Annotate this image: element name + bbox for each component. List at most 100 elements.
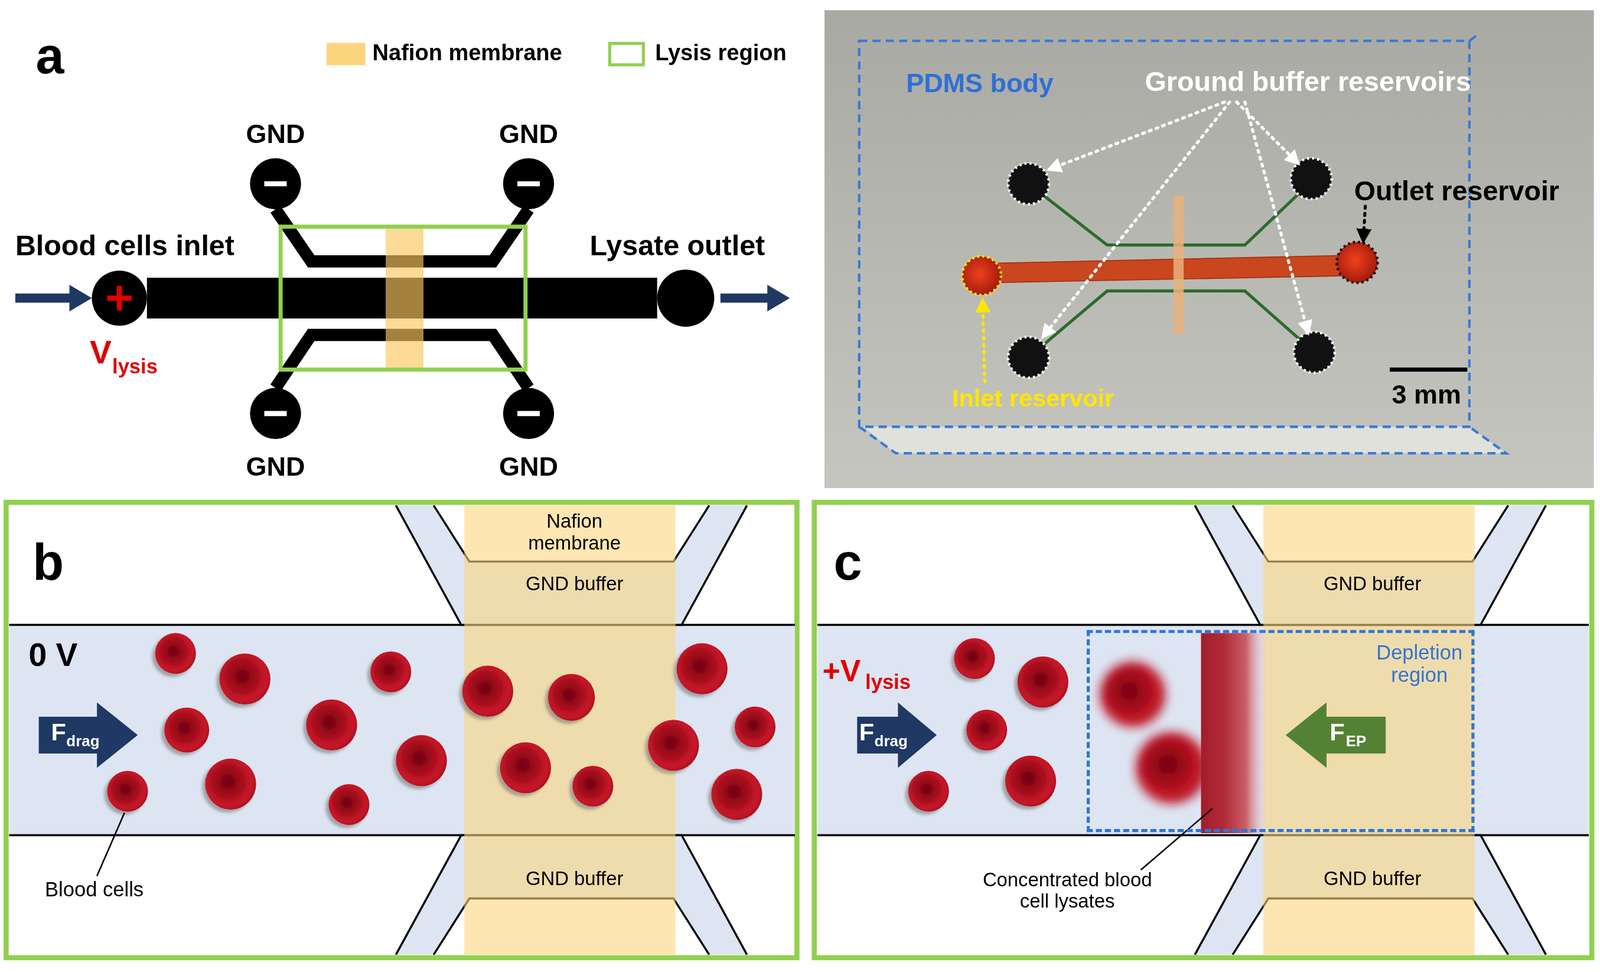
minus-sign	[264, 410, 287, 416]
callout-text: Inlet reservoir	[952, 384, 1114, 412]
drawing-g	[908, 637, 1069, 812]
drawing-rect	[1200, 632, 1266, 833]
drawing-circle	[734, 706, 776, 748]
panel-letter: a	[35, 28, 64, 85]
nafion-band	[385, 226, 424, 370]
legend-swatch	[608, 41, 645, 67]
material-label: PDMS body	[906, 68, 1054, 98]
panel-b-art	[5, 502, 797, 958]
drawing-rect	[814, 502, 1592, 958]
drawing-line	[1141, 808, 1213, 870]
drawing-circle	[462, 665, 514, 717]
minus-sign	[264, 181, 287, 187]
drawing-polygon	[863, 426, 1507, 454]
drawing-circle	[164, 706, 210, 752]
callout-text: Blood cells	[44, 877, 144, 901]
drawing-circle	[676, 643, 728, 694]
drawing-line	[1389, 367, 1468, 372]
voltage-subscript: lysis	[112, 354, 158, 378]
drawing-line	[982, 300, 985, 382]
drawing-polygon	[69, 284, 92, 312]
drawing-circle	[548, 673, 595, 720]
drawing-polygon	[767, 284, 790, 312]
port-label: Lysate outlet	[590, 230, 766, 263]
drawing-circle	[711, 768, 762, 820]
buffer-label: GND buffer	[1323, 573, 1422, 595]
drawing-line	[1245, 102, 1309, 334]
minus-sign	[517, 181, 540, 187]
port-label: Blood cells inlet	[15, 230, 235, 263]
voltage-label: +V	[822, 653, 862, 687]
legend-text: Nafion membrane	[372, 40, 563, 66]
drawing-circle	[572, 765, 614, 807]
drawing-circle	[204, 758, 256, 810]
drawing-circle	[370, 650, 412, 692]
drawing-g	[1043, 102, 1309, 337]
drawing-line	[720, 293, 772, 303]
drawing-circle	[1336, 242, 1378, 283]
polarity-symbol	[657, 269, 715, 327]
region-label: Depletion region	[1363, 640, 1476, 686]
force-subscript: EP	[1346, 732, 1367, 751]
ground-reservoir: GND	[503, 158, 555, 210]
panel-c-art	[814, 502, 1592, 958]
ground-label: GND	[499, 119, 559, 149]
buffer-label: GND buffer	[1323, 868, 1422, 890]
drawing-circle	[1017, 656, 1068, 707]
panel-letter: c	[833, 534, 863, 591]
drawing-polygon	[38, 702, 139, 768]
outlet-reservoir: Lysate outlet	[657, 269, 715, 327]
drawing-circle	[328, 783, 370, 825]
drawing-rect	[1263, 504, 1475, 954]
drawing-rect	[1173, 196, 1184, 334]
callout-text: Ground buffer reservoirs	[1144, 67, 1471, 98]
drawing-circle	[1099, 661, 1166, 728]
drawing-circle	[647, 719, 699, 771]
plus-sign	[116, 285, 123, 311]
drawing-line	[1048, 102, 1225, 170]
drawing-circle	[962, 256, 1002, 296]
drawing-rect	[9, 624, 795, 835]
buffer-label: GND buffer	[525, 868, 624, 890]
drawing-rect	[824, 10, 1595, 488]
ground-reservoir: GND	[249, 158, 301, 210]
force-subscript: drag	[874, 732, 908, 751]
buffer-label: GND buffer	[525, 573, 624, 595]
force-subscript: drag	[66, 732, 100, 751]
depletion-region: Depletion region	[1086, 629, 1475, 832]
drawing-circle	[305, 699, 357, 751]
legend-text: Lysis region	[655, 40, 787, 66]
drawing-circle	[1008, 336, 1049, 378]
ground-label: GND	[246, 451, 306, 481]
drawing-g	[106, 632, 776, 825]
drawing-circle	[966, 709, 1008, 751]
panel-letter: b	[32, 534, 64, 591]
drawing-circle	[155, 632, 197, 674]
voltage-label: 0 V	[28, 636, 78, 673]
ground-label: GND	[246, 119, 306, 149]
device-photo	[824, 10, 1595, 488]
drawing-circle	[1005, 755, 1057, 807]
voltage-subscript: lysis	[865, 670, 911, 693]
drawing-rect	[817, 624, 1589, 835]
drawing-line	[15, 293, 74, 303]
drawing-path	[859, 34, 1507, 454]
drawing-line	[1043, 102, 1230, 337]
drawing-circle	[908, 770, 950, 812]
drawing-circle	[395, 734, 447, 786]
polarity-symbol	[249, 388, 301, 439]
polarity-symbol	[503, 158, 555, 210]
drawing-circle	[1135, 731, 1208, 804]
drawing-circle	[106, 770, 148, 812]
drawing-rect	[464, 504, 676, 954]
legend-swatch	[326, 43, 366, 66]
polarity-symbol	[91, 270, 147, 326]
minus-sign	[517, 410, 540, 416]
callout-text: Outlet reservoir	[1354, 176, 1560, 207]
